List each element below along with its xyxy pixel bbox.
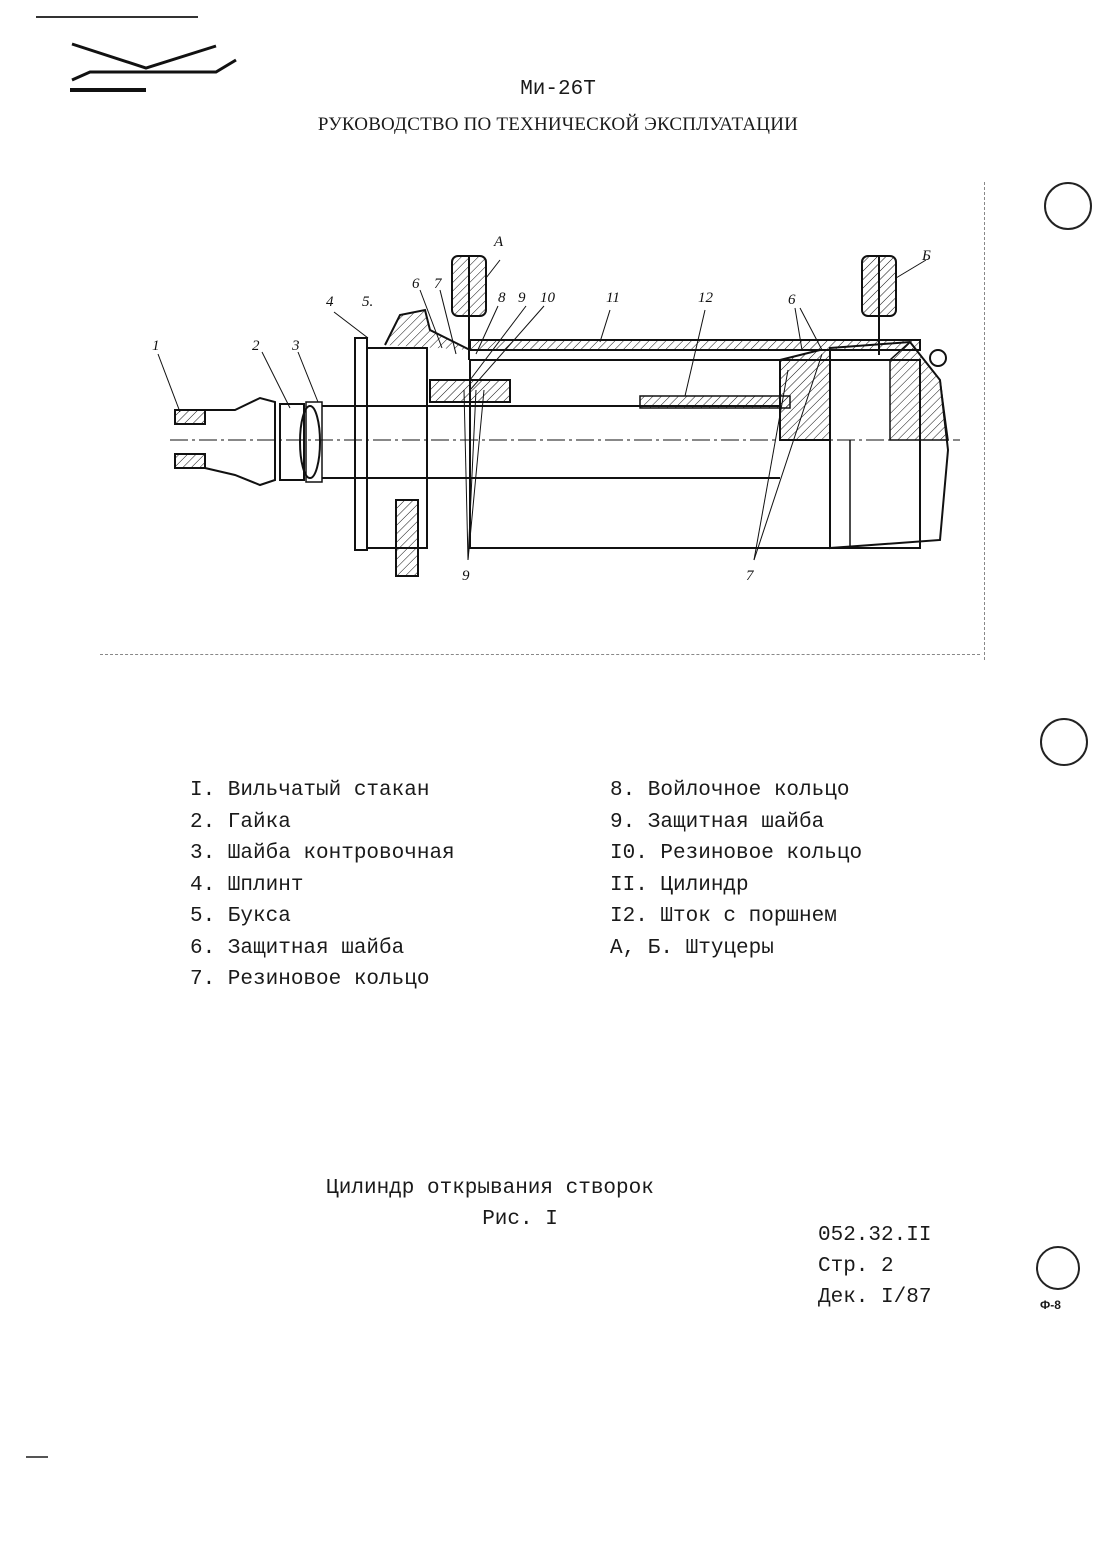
callout-11: 11 xyxy=(606,290,620,306)
manual-title: РУКОВОДСТВО ПО ТЕХНИЧЕСКОЙ ЭКСПЛУАТАЦИИ xyxy=(317,114,799,135)
drawing-frame-right xyxy=(984,182,985,660)
callout-6: 6 xyxy=(412,276,420,292)
legend-item: 3. Шайба контровочная xyxy=(190,842,455,865)
legend-item: I0. Резиновое кольцо xyxy=(610,842,863,865)
legend-item: 9. Защитная шайба xyxy=(610,810,825,834)
legend-item: 7. Резиновое кольцо xyxy=(190,968,430,991)
callout-5: 5. xyxy=(362,294,373,310)
callout-a: А xyxy=(493,234,504,250)
callout-b: Б xyxy=(921,248,931,264)
callout-9: 9 xyxy=(518,290,526,306)
inspection-stamp xyxy=(1036,1246,1080,1290)
legend-item: 2. Гайка xyxy=(190,810,291,834)
drawing-frame-bottom xyxy=(100,654,980,655)
legend-item: II. Цилиндр xyxy=(610,873,749,897)
section-number: 052.32.II xyxy=(818,1224,932,1247)
callout-2: 2 xyxy=(252,338,260,354)
model-title: Ми-26Т xyxy=(520,78,596,101)
legend-right: 8. Войлочное кольцо 9. Защитная шайба I0… xyxy=(610,775,862,964)
callout-3: 3 xyxy=(291,338,300,354)
callout-4: 4 xyxy=(326,294,334,310)
page-reference: 052.32.II Стр. 2 Дек. I/87 xyxy=(818,1220,931,1313)
callout-1: 1 xyxy=(152,338,160,354)
legend-item: 4. Шплинт xyxy=(190,873,304,897)
figure-caption-number: Рис. I xyxy=(482,1208,558,1231)
legend-item: I. Вильчатый стакан xyxy=(190,779,430,802)
mil-logo xyxy=(70,42,237,92)
revision-date: Дек. I/87 xyxy=(818,1286,932,1309)
page-number: Стр. 2 xyxy=(818,1255,894,1278)
callout-7: 7 xyxy=(434,276,443,292)
legend-item: 5. Букса xyxy=(190,905,291,928)
cylinder-drawing: 1 2 3 4 5. 6 7 8 9 10 11 12 А Б 6 7 9 xyxy=(152,234,960,584)
top-rule xyxy=(36,16,198,18)
binder-hole-middle xyxy=(1040,718,1088,766)
legend-item: I2. Шток с поршнем xyxy=(610,905,837,928)
callout-8: 8 xyxy=(498,290,506,306)
callout-7-bottom: 7 xyxy=(746,568,755,584)
callout-9-bottom: 9 xyxy=(462,568,470,584)
callout-10: 10 xyxy=(540,290,556,306)
callout-6-right: 6 xyxy=(788,292,796,308)
legend-left: I. Вильчатый стакан 2. Гайка 3. Шайба ко… xyxy=(190,775,455,996)
callout-12: 12 xyxy=(698,290,714,306)
margin-mark xyxy=(26,1456,48,1458)
figure-caption-title: Цилиндр открывания створок xyxy=(326,1177,654,1200)
legend-item: 8. Войлочное кольцо xyxy=(610,779,850,802)
binder-hole-top xyxy=(1044,182,1092,230)
stamp-mark: Ф-8 xyxy=(1040,1298,1061,1312)
legend-item: А, Б. Штуцеры xyxy=(610,936,774,960)
legend-item: 6. Защитная шайба xyxy=(190,936,405,960)
